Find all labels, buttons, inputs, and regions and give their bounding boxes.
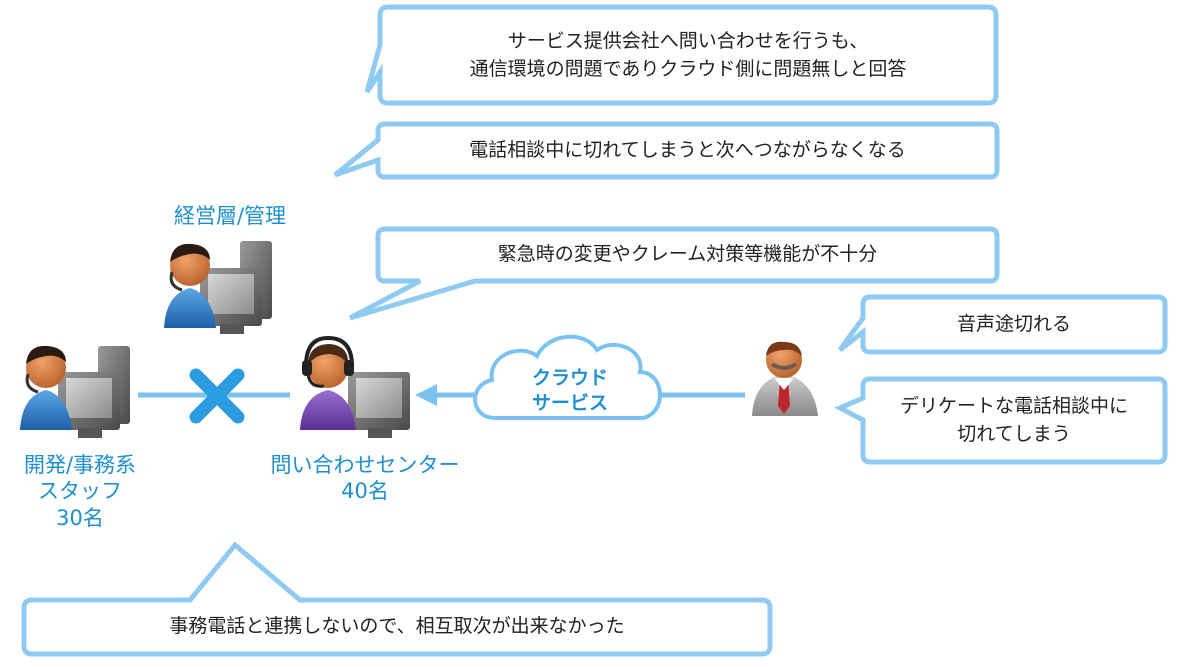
bubbles [21,4,1168,657]
node-label-cloud: クラウド サービス [510,366,630,415]
node-label-dev-staff-line1: 開発/事務系 [23,453,137,477]
bubble-vendor-response [364,4,999,106]
x-mark-icon [189,368,245,424]
user-at-computer-icon [164,241,272,334]
node-label-dev-staff-line2: スタッフ [38,479,122,504]
bubble-emergency [348,226,1000,321]
node-label-cloud-line1: クラウド [531,367,608,389]
node-label-dev-staff-line3: 30名 [56,505,104,530]
cloud-icon [473,334,662,420]
callout-delicate-cut-line2: 切れてしまう [957,422,1071,445]
callout-delicate-cut-line1: デリケートな電話相談中に [899,394,1128,417]
callout-office-phone: 事務電話と連携しないので、相互取次が出来なかった [169,615,625,638]
node-label-dev-staff: 開発/事務系 スタッフ 30名 [0,452,160,531]
callout-vendor-response: サービス提供会社へ問い合わせを行うも、 通信環境の問題でありクラウド側に問題無し… [382,12,994,100]
node-label-call-center-line2: 40名 [341,479,389,504]
callout-call-drop: 電話相談中に切れてしまうと次へつながらなくなる [469,138,906,161]
bubble-voice-cut [837,294,1168,355]
bubble-call-drop [333,121,1000,180]
node-label-call-center: 問い合わせセンター 40名 [245,452,485,505]
node-label-cloud-line2: サービス [531,391,608,414]
arrowhead-to-center [415,384,437,406]
bubble-office-phone [21,541,773,657]
bubble-delicate-cut [834,376,1168,465]
node-label-call-center-line1: 問い合わせセンター [270,453,460,477]
callout-vendor-response-line2: 通信環境の問題でありクラウド側に問題無しと回答 [469,58,907,80]
node-label-management: 経営層/管理 [173,204,287,228]
callout-emergency: 緊急時の変更やクレーム対策等機能が不十分 [497,243,878,266]
user-at-computer-icon [20,345,130,438]
callout-delicate-cut: デリケートな電話相談中に 切れてしまう [865,381,1163,460]
callout-voice-cut: 音声途切れる [956,312,1071,335]
callout-vendor-response-line1: サービス提供会社へ問い合わせを行うも、 [507,30,869,53]
customer-icon [752,341,818,416]
headset-operator-icon [300,335,410,438]
